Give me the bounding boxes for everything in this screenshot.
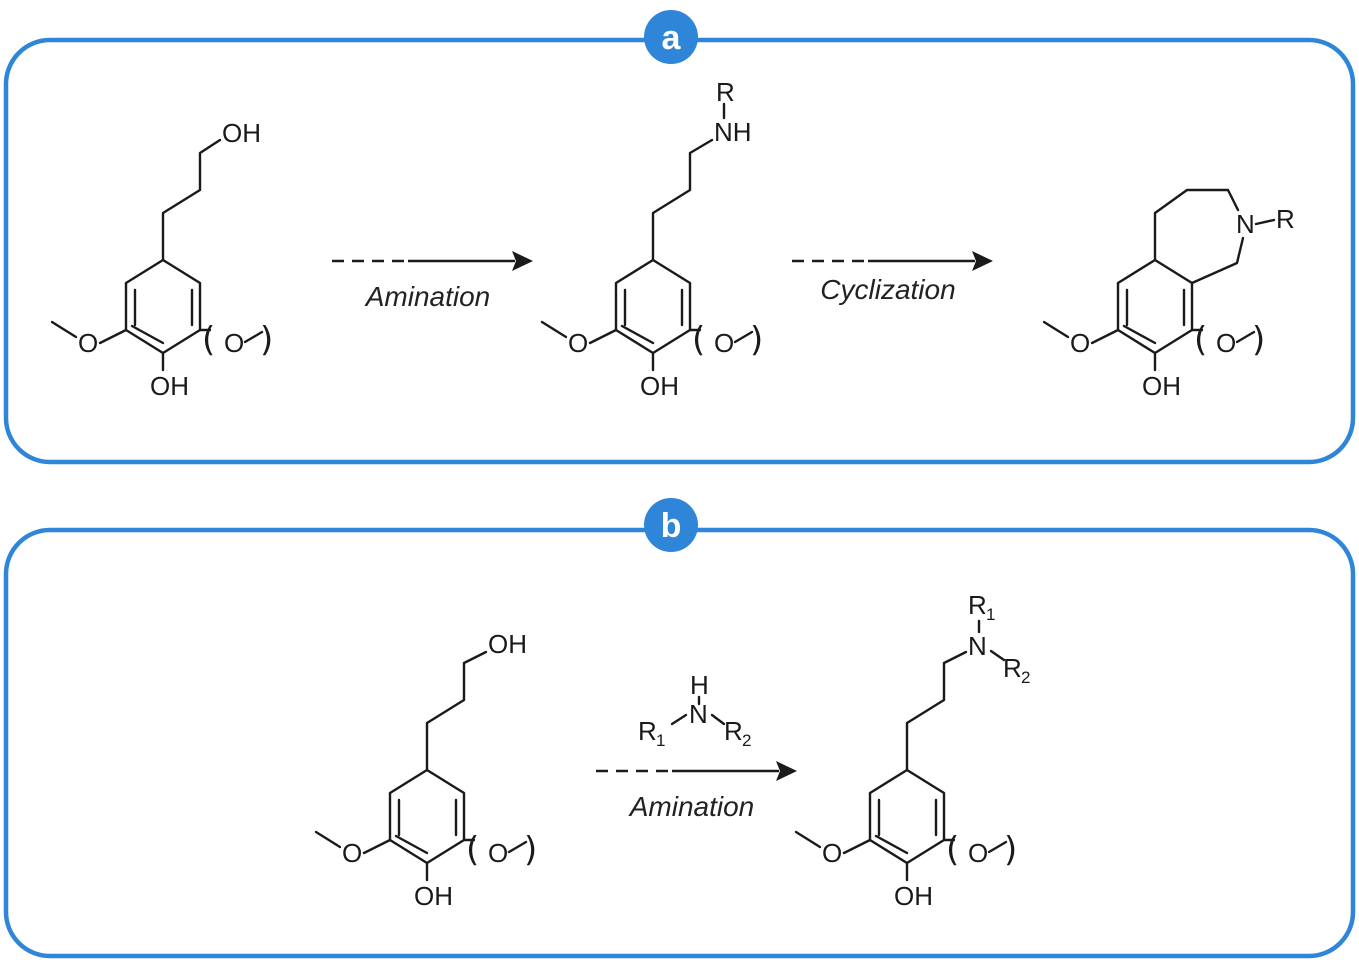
panel-a-benz-paren-open: (: [1194, 320, 1207, 360]
panel-b-start-paren-open: (: [466, 830, 479, 870]
panel-a-start-molecule: OH O OH ( O ): [50, 118, 273, 401]
panel-a-benz-n: N: [1236, 209, 1255, 239]
panel-a-step1-label: Amination: [364, 281, 491, 312]
panel-a-amine-methoxy-o: O: [568, 328, 588, 358]
panel-a-amine-r: R: [716, 77, 735, 107]
panel-b-badge: [644, 498, 698, 552]
panel-b-product-r1-subscript: 1: [986, 605, 995, 624]
panel-b-product-paren-open: (: [946, 830, 959, 870]
panel-b-start-top-oh: OH: [488, 629, 527, 659]
panel-a-amine-paren-close: ): [750, 320, 763, 360]
panel-b-start-paren-close: ): [524, 830, 537, 870]
panel-a-badge-label: a: [662, 19, 682, 57]
panel-b-step-label: Amination: [628, 791, 755, 822]
panel-b-product-n: N: [968, 631, 987, 661]
reagent-r2-subscript: 2: [742, 731, 751, 750]
reagent-r1: R: [638, 716, 657, 746]
panel-b-tertiary-amine-molecule: N R 1 R 2 O OH ( O ): [794, 590, 1030, 911]
panel-b-start-ether-o: O: [488, 838, 508, 868]
panel-b-reagent-amine: H N R 1 R 2: [638, 670, 751, 750]
panel-a-benz-ether-o: O: [1216, 328, 1236, 358]
panel-a-start-paren-open: (: [202, 320, 215, 360]
panel-a-amine-ether-o: O: [714, 328, 734, 358]
reagent-r1-subscript: 1: [656, 731, 665, 750]
panel-a-step2-label: Cyclization: [820, 274, 955, 305]
panel-b-start-molecule: OH O OH ( O ): [314, 629, 537, 911]
panel-a-badge: [644, 10, 698, 64]
panel-a-benz-paren-close: ): [1252, 320, 1265, 360]
reagent-h: H: [690, 670, 709, 700]
panel-b-product-bottom-oh: OH: [894, 881, 933, 911]
panel-a-start-methoxy-o: O: [78, 328, 98, 358]
panel-a-benz-r: R: [1276, 204, 1295, 234]
panel-a-benz-methoxy-o: O: [1070, 328, 1090, 358]
panel-b-product-r2: R: [1003, 653, 1022, 683]
panel-b-start-bottom-oh: OH: [414, 881, 453, 911]
panel-a-arrow-cyclization: Cyclization: [792, 251, 993, 305]
panel-b-product-methoxy-o: O: [822, 838, 842, 868]
reagent-n: N: [689, 699, 708, 729]
panel-a-arrow-amination: Amination: [332, 251, 533, 312]
panel-b-product-ether-o: O: [968, 838, 988, 868]
panel-a-start-top-oh: OH: [222, 118, 261, 148]
panel-b-badge-label: b: [661, 507, 682, 545]
panel-b: b OH O OH ( O ) H N R: [3, 498, 1356, 959]
panel-a-amine-paren-open: (: [692, 320, 705, 360]
panel-a-start-ether-o: O: [224, 328, 244, 358]
panel-b-product-paren-close: ): [1004, 830, 1017, 870]
panel-a: a OH O OH ( O ) Amination: [3, 10, 1356, 465]
panel-a-amine-molecule: NH R O OH ( O ): [540, 77, 763, 401]
panel-a-amine-bottom-oh: OH: [640, 371, 679, 401]
panel-b-arrow-amination: Amination: [596, 761, 797, 822]
panel-b-frame: [3, 527, 1356, 959]
panel-a-start-paren-close: ): [260, 320, 273, 360]
panel-a-benzazepine-molecule: N R O OH ( O ): [1042, 188, 1295, 401]
panel-a-benz-bottom-oh: OH: [1142, 371, 1181, 401]
panel-b-product-r2-subscript: 2: [1021, 668, 1030, 687]
panel-b-product-r1: R: [968, 590, 987, 620]
panel-a-amine-nh: NH: [714, 117, 752, 147]
reagent-r2: R: [724, 716, 743, 746]
panel-b-start-methoxy-o: O: [342, 838, 362, 868]
panel-a-start-bottom-oh: OH: [150, 371, 189, 401]
